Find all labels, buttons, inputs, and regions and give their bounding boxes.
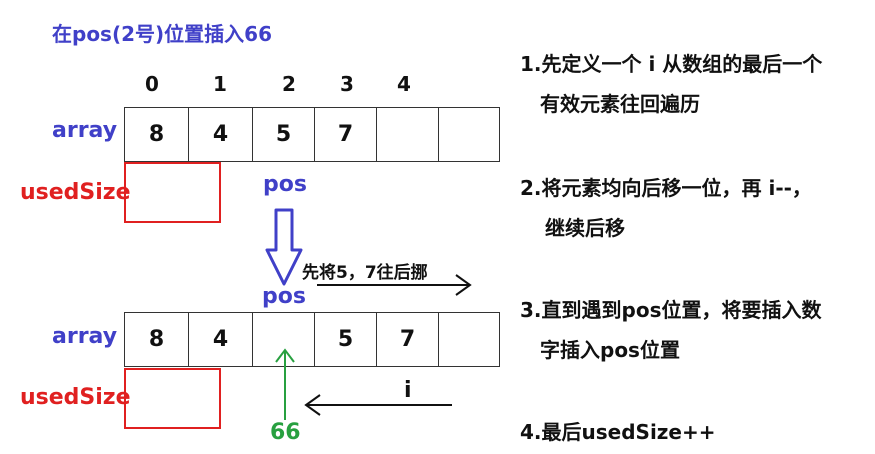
step-text: 继续后移 [545,216,625,240]
pos-label: pos [263,172,307,197]
step-text: 2.将元素均向后移一位，再 i--， [520,176,812,200]
index-label: 0 [145,72,159,96]
step-text: 1.先定义一个 i 从数组的最后一个 [520,52,823,76]
used-size-box [124,162,221,223]
used-size-label: usedSize [20,385,131,410]
i-label: i [404,378,412,403]
used-size-label: usedSize [20,180,131,205]
step-text: 3.直到遇到pos位置，将要插入数 [520,298,822,322]
down-arrow-icon [265,208,303,286]
step-text: 字插入pos位置 [540,338,680,362]
array-label: array [52,118,118,143]
array-cell [438,312,500,367]
array-after: 8 4 5 7 [124,312,500,367]
index-label: 1 [213,72,227,96]
pos-label: pos [262,284,306,309]
array-cell [438,107,500,162]
array-before: 8 4 5 7 [124,107,500,162]
step-text: 有效元素往回遍历 [540,92,700,116]
index-label: 3 [340,72,354,96]
index-label: 2 [282,72,296,96]
index-label: 4 [397,72,411,96]
insert-value-label: 66 [270,420,301,445]
step-text: 4.最后usedSize++ [520,420,716,444]
used-size-box [124,368,221,429]
diagram-title: 在pos(2号)位置插入66 [52,22,272,46]
move-note: 先将5，7往后挪 [302,263,428,283]
array-label: array [52,324,118,349]
